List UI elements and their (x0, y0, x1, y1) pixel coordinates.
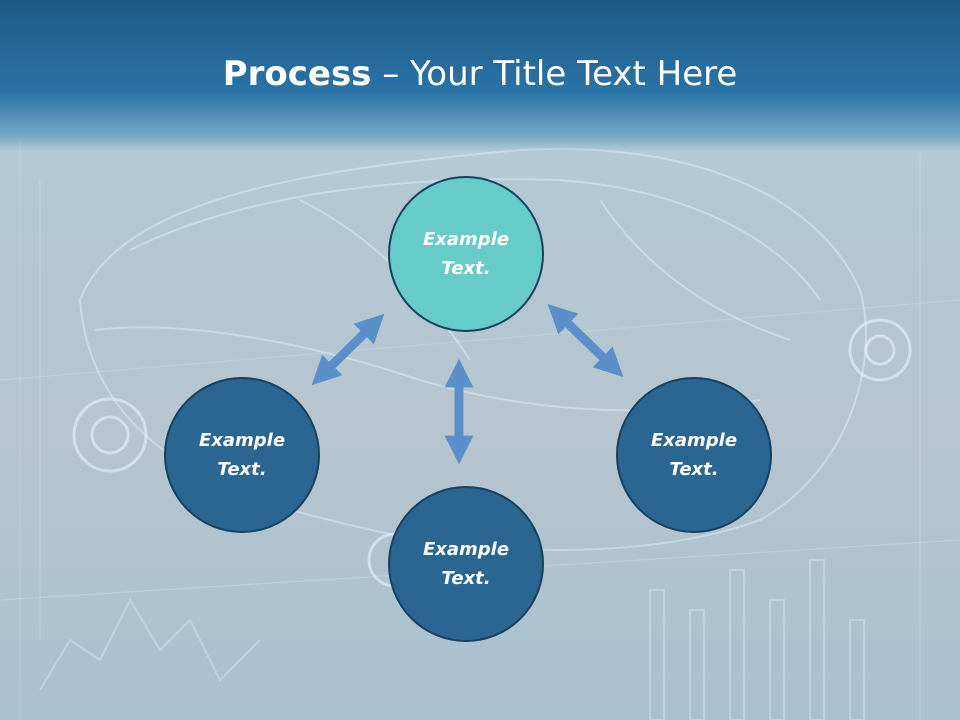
arrow-top-left (311, 313, 385, 386)
node-text-line1: Example (198, 430, 286, 451)
slide-title: Process – Your Title Text Here (0, 52, 960, 96)
process-node-bottom: Example Text. (388, 486, 544, 642)
process-node-top: Example Text. (388, 176, 544, 332)
node-text-line2: Text. (217, 459, 267, 480)
process-node-left: Example Text. (164, 377, 320, 533)
node-text-line1: Example (422, 229, 510, 250)
title-rest: – Your Title Text Here (371, 54, 738, 94)
arrow-top-right (547, 304, 624, 377)
node-text-line2: Text. (669, 459, 719, 480)
process-node-right: Example Text. (616, 377, 772, 533)
title-bold: Process (222, 54, 372, 94)
node-text-line2: Text. (441, 568, 491, 589)
title-bar (0, 0, 960, 152)
node-text-line1: Example (650, 430, 738, 451)
node-text-line1: Example (422, 539, 510, 560)
node-text-line2: Text. (441, 258, 491, 279)
